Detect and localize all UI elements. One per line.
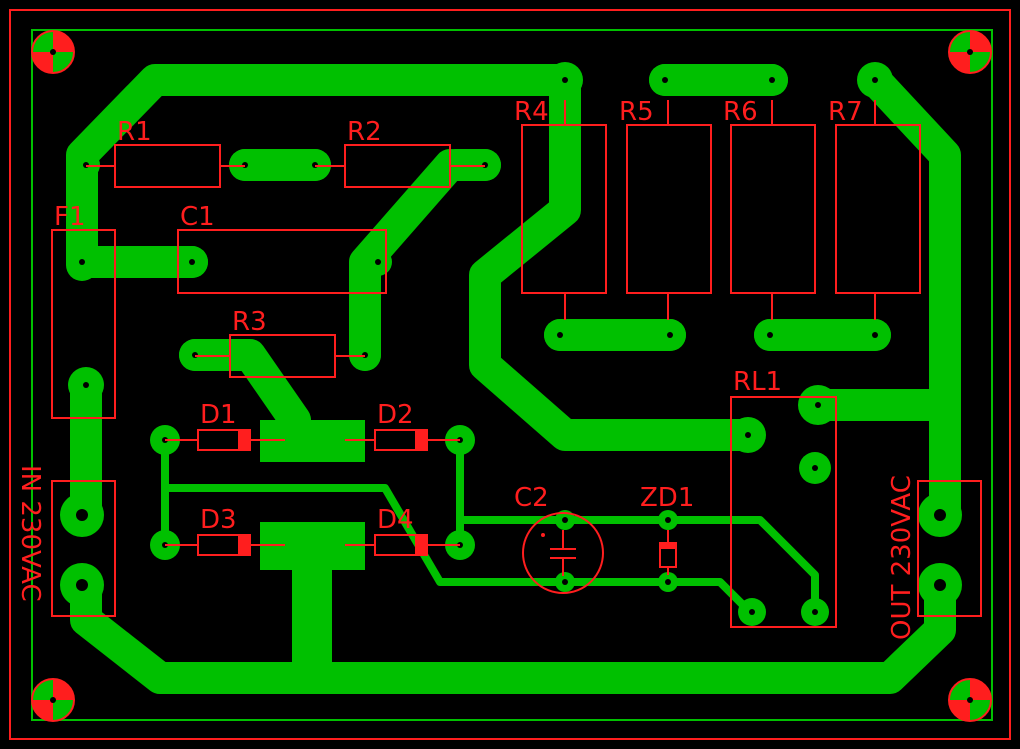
label-c2: C2 (514, 483, 549, 513)
c2-outline (522, 512, 604, 594)
mounting-hole-top-left (31, 30, 75, 74)
r1-outline (114, 144, 221, 188)
track-r4-down (469, 64, 764, 451)
d4-outline (345, 534, 460, 556)
label-d4: D4 (377, 505, 414, 535)
r5-outline (626, 124, 712, 294)
d2-outline (345, 429, 460, 451)
board-outline-outer (9, 9, 1011, 740)
f1-outline (51, 229, 116, 419)
label-c1: C1 (180, 202, 215, 232)
track-top-left-loop (66, 64, 581, 281)
label-f1: F1 (54, 202, 86, 232)
label-r6: R6 (723, 97, 758, 127)
label-r7: R7 (828, 97, 863, 127)
label-r3: R3 (232, 307, 267, 337)
label-input-connector: IN 230VAC (15, 465, 45, 602)
label-rl1: RL1 (733, 367, 782, 397)
label-r2: R2 (347, 117, 382, 147)
silkscreen-layer (51, 100, 982, 628)
c1-outline (177, 229, 387, 294)
mounting-hole-bottom-right (948, 678, 992, 722)
label-d3: D3 (200, 505, 237, 535)
input-connector-outline (51, 480, 116, 617)
board-outline-inner (31, 29, 993, 721)
r6-outline (730, 124, 816, 294)
mounting-hole-bottom-left (31, 678, 75, 722)
track-outer-loop (70, 569, 956, 694)
trace-c2-relay (456, 516, 819, 616)
label-r5: R5 (619, 97, 654, 127)
label-output-connector: OUT 230VAC (887, 475, 917, 640)
d1-outline (165, 429, 285, 451)
zd1-outline (659, 530, 677, 575)
pads-layer (60, 62, 962, 626)
labels-layer: R1 R2 F1 C1 R3 R4 R5 R6 R7 D1 D2 D3 D4 C… (15, 97, 917, 640)
label-zd1: ZD1 (640, 483, 694, 513)
track-bridge-down (292, 560, 332, 670)
label-r1: R1 (117, 117, 152, 147)
mounting-hole-top-right (948, 30, 992, 74)
track-right-vertical (859, 64, 961, 531)
output-connector-outline (917, 480, 982, 617)
label-d1: D1 (200, 400, 237, 430)
r7-outline (835, 124, 921, 294)
rl1-outline (730, 396, 837, 628)
d3-outline (165, 534, 285, 556)
label-r4: R4 (514, 97, 549, 127)
label-d2: D2 (377, 400, 414, 430)
